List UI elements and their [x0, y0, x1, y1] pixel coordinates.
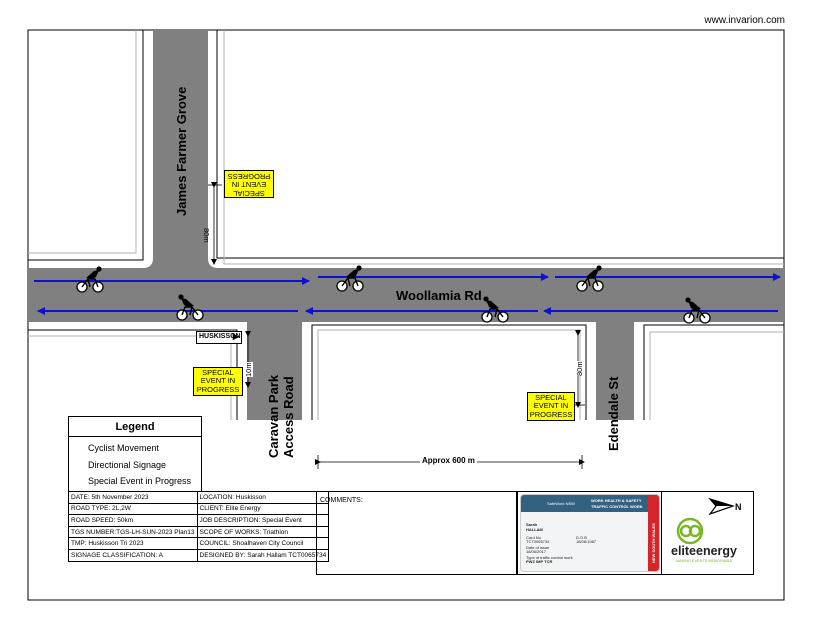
legend: Legend Cyclist Movement Directional Sign… [68, 416, 202, 492]
special-event-sign: SPECIAL EVENT IN PROGRESS [193, 367, 243, 396]
card-no: TCT0065734 [526, 539, 550, 544]
card-type: PWZ IMP TCR [526, 559, 553, 564]
dimension-label: 10m [244, 362, 253, 377]
road-james-farmer [153, 30, 208, 270]
road-label-woollamia: Woollamia Rd [396, 288, 482, 303]
elite-energy-logo-icon [676, 517, 704, 545]
road-label-caravan-line2: Access Road [281, 376, 296, 458]
legend-title: Legend [115, 421, 155, 433]
legend-item-label: Cyclist Movement [88, 443, 160, 453]
card-cell [516, 491, 662, 575]
road-label-james-farmer: James Farmer Grove [174, 86, 189, 216]
legend-item: Cyclist Movement [69, 442, 201, 456]
north-arrow-icon [708, 497, 735, 516]
arrow-right-icon: ▶ [232, 332, 239, 341]
info-cell: ROAD SPEED: 50km [68, 514, 198, 527]
info-cell: TGS NUMBER:TGS-LH-SUN-2023 Plan13 [68, 525, 198, 539]
info-cell: DATE: 5th November 2023 [68, 491, 198, 504]
sign-line: EVENT IN [533, 401, 569, 411]
info-cell: SCOPE OF WORKS: Triathlon [196, 525, 330, 539]
card-title-1: WORK HEALTH & SAFETY [591, 498, 642, 503]
legend-item-label: Directional Signage [88, 460, 167, 470]
logo-name: eliteenergy [671, 544, 738, 558]
sign-line: SPECIAL [233, 188, 265, 198]
road-edendale [596, 320, 634, 420]
card-no-label: Card No [526, 535, 541, 540]
info-cell: COUNCIL: Shoalhaven City Council [196, 537, 330, 550]
info-cell: SIGNAGE CLASSIFICATION: A [68, 548, 198, 562]
card-type-label: Type of traffic control work [526, 555, 573, 560]
special-event-sign: SPECIAL EVENT IN PROGRESS [224, 170, 274, 198]
card-name-2: HALLAM [526, 527, 543, 532]
info-cell: JOB DESCRIPTION: Special Event [196, 514, 330, 527]
sign-line: SPECIAL [535, 392, 567, 402]
road-label-caravan-park: Caravan Park Access Road [266, 375, 296, 458]
legend-item: Directional Signage [69, 459, 201, 473]
sign-line: EVENT IN [200, 376, 236, 386]
kerb-lines [28, 30, 784, 420]
info-cell: TMP: Huskisson Tri 2023 [68, 537, 198, 550]
north-label: N [735, 502, 742, 512]
info-cell: DESIGNED BY: Sarah Hallam TCT0065734 [196, 548, 330, 562]
traffic-control-card: SafeWork NSW WORK HEALTH & SAFETY TRAFFI… [520, 494, 660, 572]
road-label-edendale: Edendale St [606, 376, 621, 451]
card-header: SafeWork NSW WORK HEALTH & SAFETY TRAFFI… [521, 495, 659, 512]
dimension-label: 80m [202, 228, 211, 243]
card-state: NEW SOUTH WALES [651, 523, 656, 563]
dimension-label: 80m [575, 361, 584, 376]
logo-cell [660, 491, 754, 575]
distance-label: Approx 600 m [420, 456, 477, 465]
road-label-caravan-line1: Caravan Park [266, 374, 281, 458]
website-url: www.invarion.com [704, 15, 785, 26]
card-issue: 18/06/2017 [526, 549, 547, 554]
sign-line: SPECIAL [202, 367, 234, 377]
sign-line: PROGRESS [529, 409, 573, 419]
sign-line: PROGRESS [227, 171, 271, 181]
special-event-sign: SPECIAL EVENT IN PROGRESS [527, 392, 575, 421]
comments-label: COMMENTS: [320, 497, 363, 504]
legend-item: Special Event in Progress [69, 475, 201, 489]
card-state-bar: NEW SOUTH WALES [648, 495, 659, 571]
info-cell: LOCATION: Huskisson [196, 491, 330, 504]
sign-line: EVENT IN [231, 180, 267, 190]
directional-sign-text: HUSKISSON [199, 333, 241, 340]
card-name-1: Sarah [526, 522, 538, 527]
logo-tagline: MAKING EVENTS MEMORABLE [676, 559, 733, 563]
card-org: SafeWork NSW [547, 501, 575, 506]
card-issue-label: Date of issue [526, 545, 550, 550]
info-cell: ROAD TYPE: 2L,2W [68, 502, 198, 516]
card-dob-label: D.O.B [576, 535, 587, 540]
directional-sign: HUSKISSON ▶ [196, 331, 242, 344]
info-cell: CLIENT: Elite Energy [196, 502, 330, 516]
card-dob: 18/06/1987 [576, 539, 597, 544]
comments-box: COMMENTS: [316, 491, 518, 575]
sign-line: PROGRESS [196, 384, 240, 394]
card-title-2: TRAFFIC CONTROL WORK [591, 504, 643, 509]
legend-item-label: Special Event in Progress [88, 476, 192, 486]
road-caravan-park [247, 320, 302, 420]
